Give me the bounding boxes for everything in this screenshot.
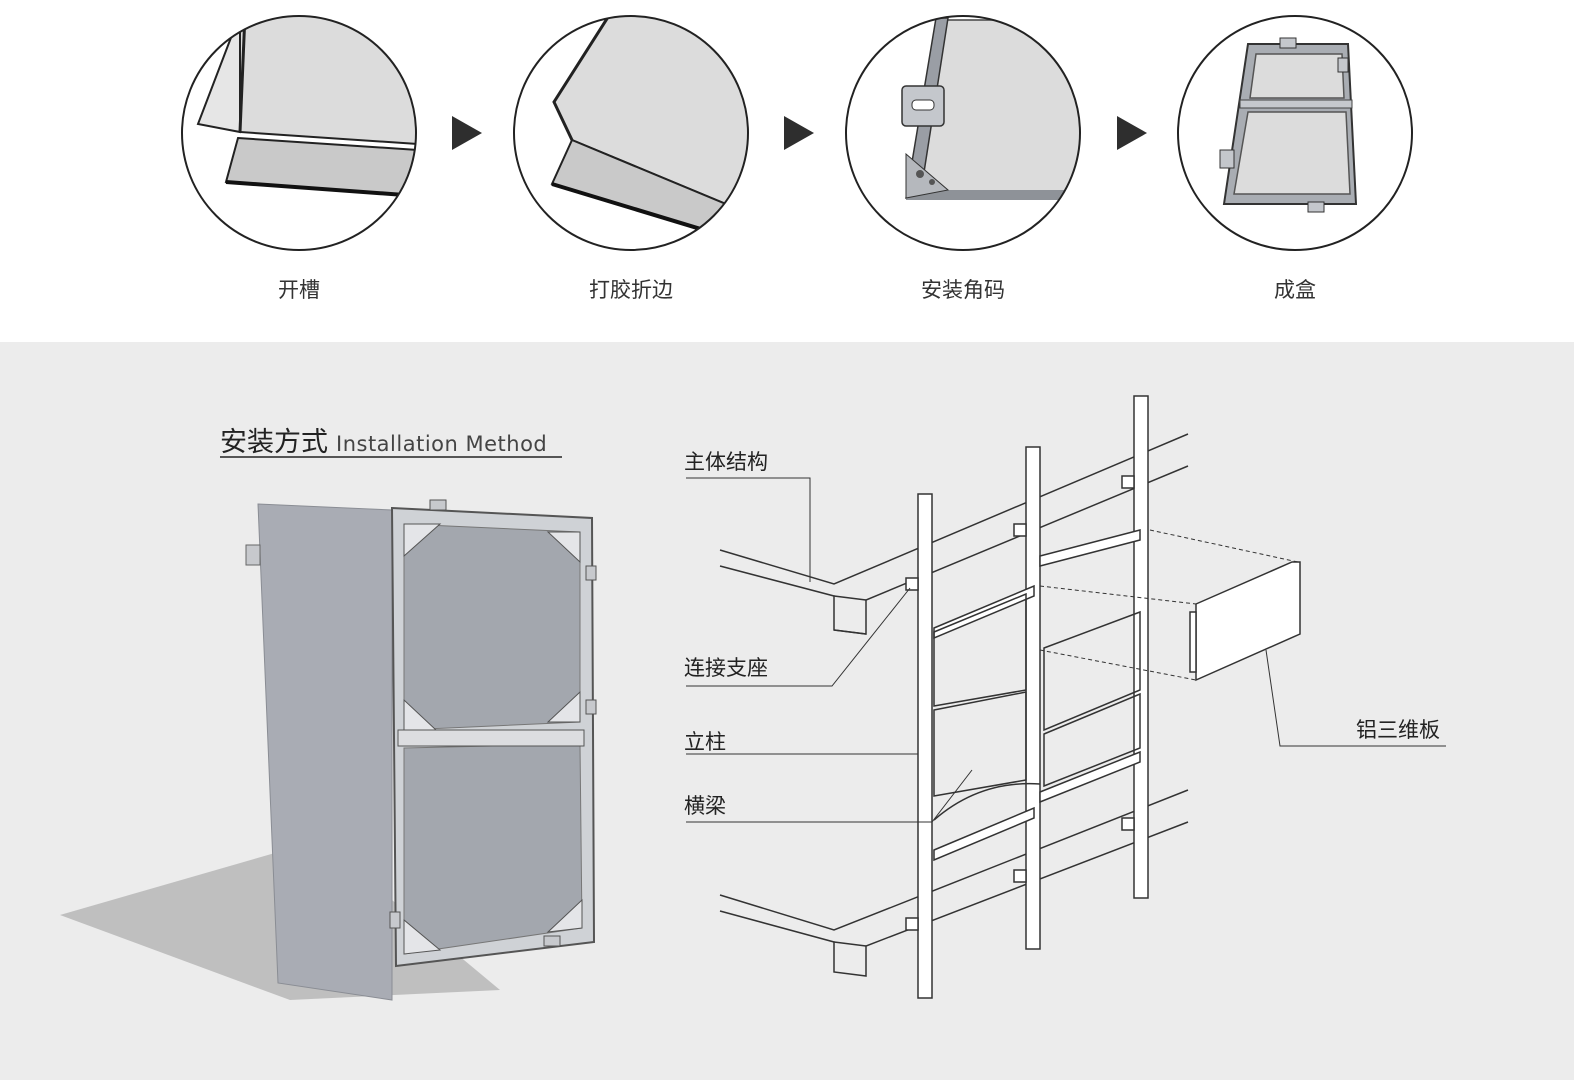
step-corner-bracket (844, 14, 1082, 252)
process-section: 开槽 打胶折边 (0, 0, 1574, 342)
step-label-glue-fold: 打胶折边 (589, 278, 673, 302)
frame-upper-cavity (403, 523, 581, 731)
callout-panel: 铝三维板 (1356, 718, 1440, 742)
callout-main-structure: 主体结构 (684, 450, 768, 474)
step-label-corner-bracket: 安装角码 (921, 278, 1005, 302)
method-title-en: Installation Method (336, 432, 548, 456)
glue-fold-edge-icon (513, 15, 749, 251)
next-arrow-icon (784, 116, 814, 150)
step-groove (180, 14, 418, 252)
callout-beam: 横梁 (684, 794, 726, 818)
next-arrow-icon (452, 116, 482, 150)
corner-bracket-icon (845, 15, 1081, 251)
step-label-groove: 开槽 (278, 278, 320, 302)
step-glue-fold (512, 14, 750, 252)
callout-connection-support: 连接支座 (684, 656, 768, 680)
frame-crossbar (397, 729, 585, 747)
gray-face-panel (257, 503, 393, 1001)
installation-method-title: 安装方式 Installation Method (220, 420, 547, 459)
finished-box-panel-icon (1177, 15, 1413, 251)
frame-lower-cavity (403, 743, 583, 955)
callout-column: 立柱 (684, 730, 726, 754)
method-title-cn: 安装方式 (220, 427, 328, 458)
step-label-finished-box: 成盒 (1274, 278, 1316, 302)
next-arrow-icon (1117, 116, 1147, 150)
curtain-wall-diagram (686, 395, 1446, 999)
panel-hook (245, 544, 261, 566)
groove-corner-icon (181, 15, 417, 251)
title-underline (220, 456, 562, 458)
step-finished-box (1176, 14, 1414, 252)
